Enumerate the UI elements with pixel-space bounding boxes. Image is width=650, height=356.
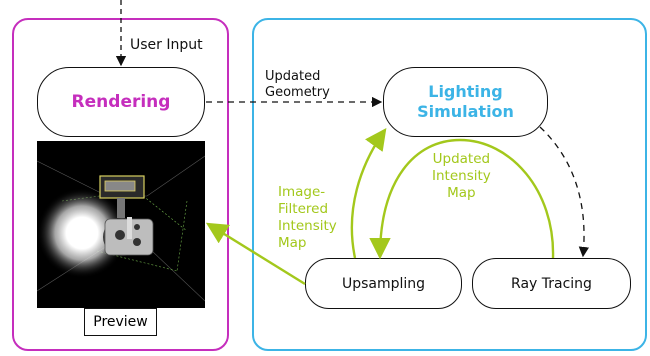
ray-tracing-node: Ray Tracing: [472, 258, 631, 309]
preview-caption: Preview: [84, 308, 157, 336]
lighting-simulation-panel: [252, 18, 647, 351]
rendering-node: Rendering: [37, 67, 205, 137]
image-filtered-intensity-map-label: Image- Filtered Intensity Map: [278, 184, 337, 251]
updated-geometry-label: Updated Geometry: [265, 69, 330, 100]
user-input-label: User Input: [130, 37, 203, 53]
updated-intensity-map-label: Updated Intensity Map: [432, 151, 491, 201]
upsampling-to-preview-arrow: [205, 222, 306, 286]
image-filtered-arrow-up: [350, 128, 387, 259]
rendering-label: Rendering: [71, 92, 171, 112]
preview-render-graphic: [36, 141, 206, 308]
updated-intensity-arc: [369, 138, 555, 260]
lighting-simulation-node: Lighting Simulation: [383, 67, 548, 137]
preview-render-image: [36, 141, 206, 308]
lighting-to-raytracing-arrow: [539, 126, 590, 258]
ray-tracing-label: Ray Tracing: [511, 275, 592, 292]
upsampling-label: Upsampling: [341, 275, 426, 292]
lighting-simulation-label: Lighting Simulation: [417, 82, 514, 121]
